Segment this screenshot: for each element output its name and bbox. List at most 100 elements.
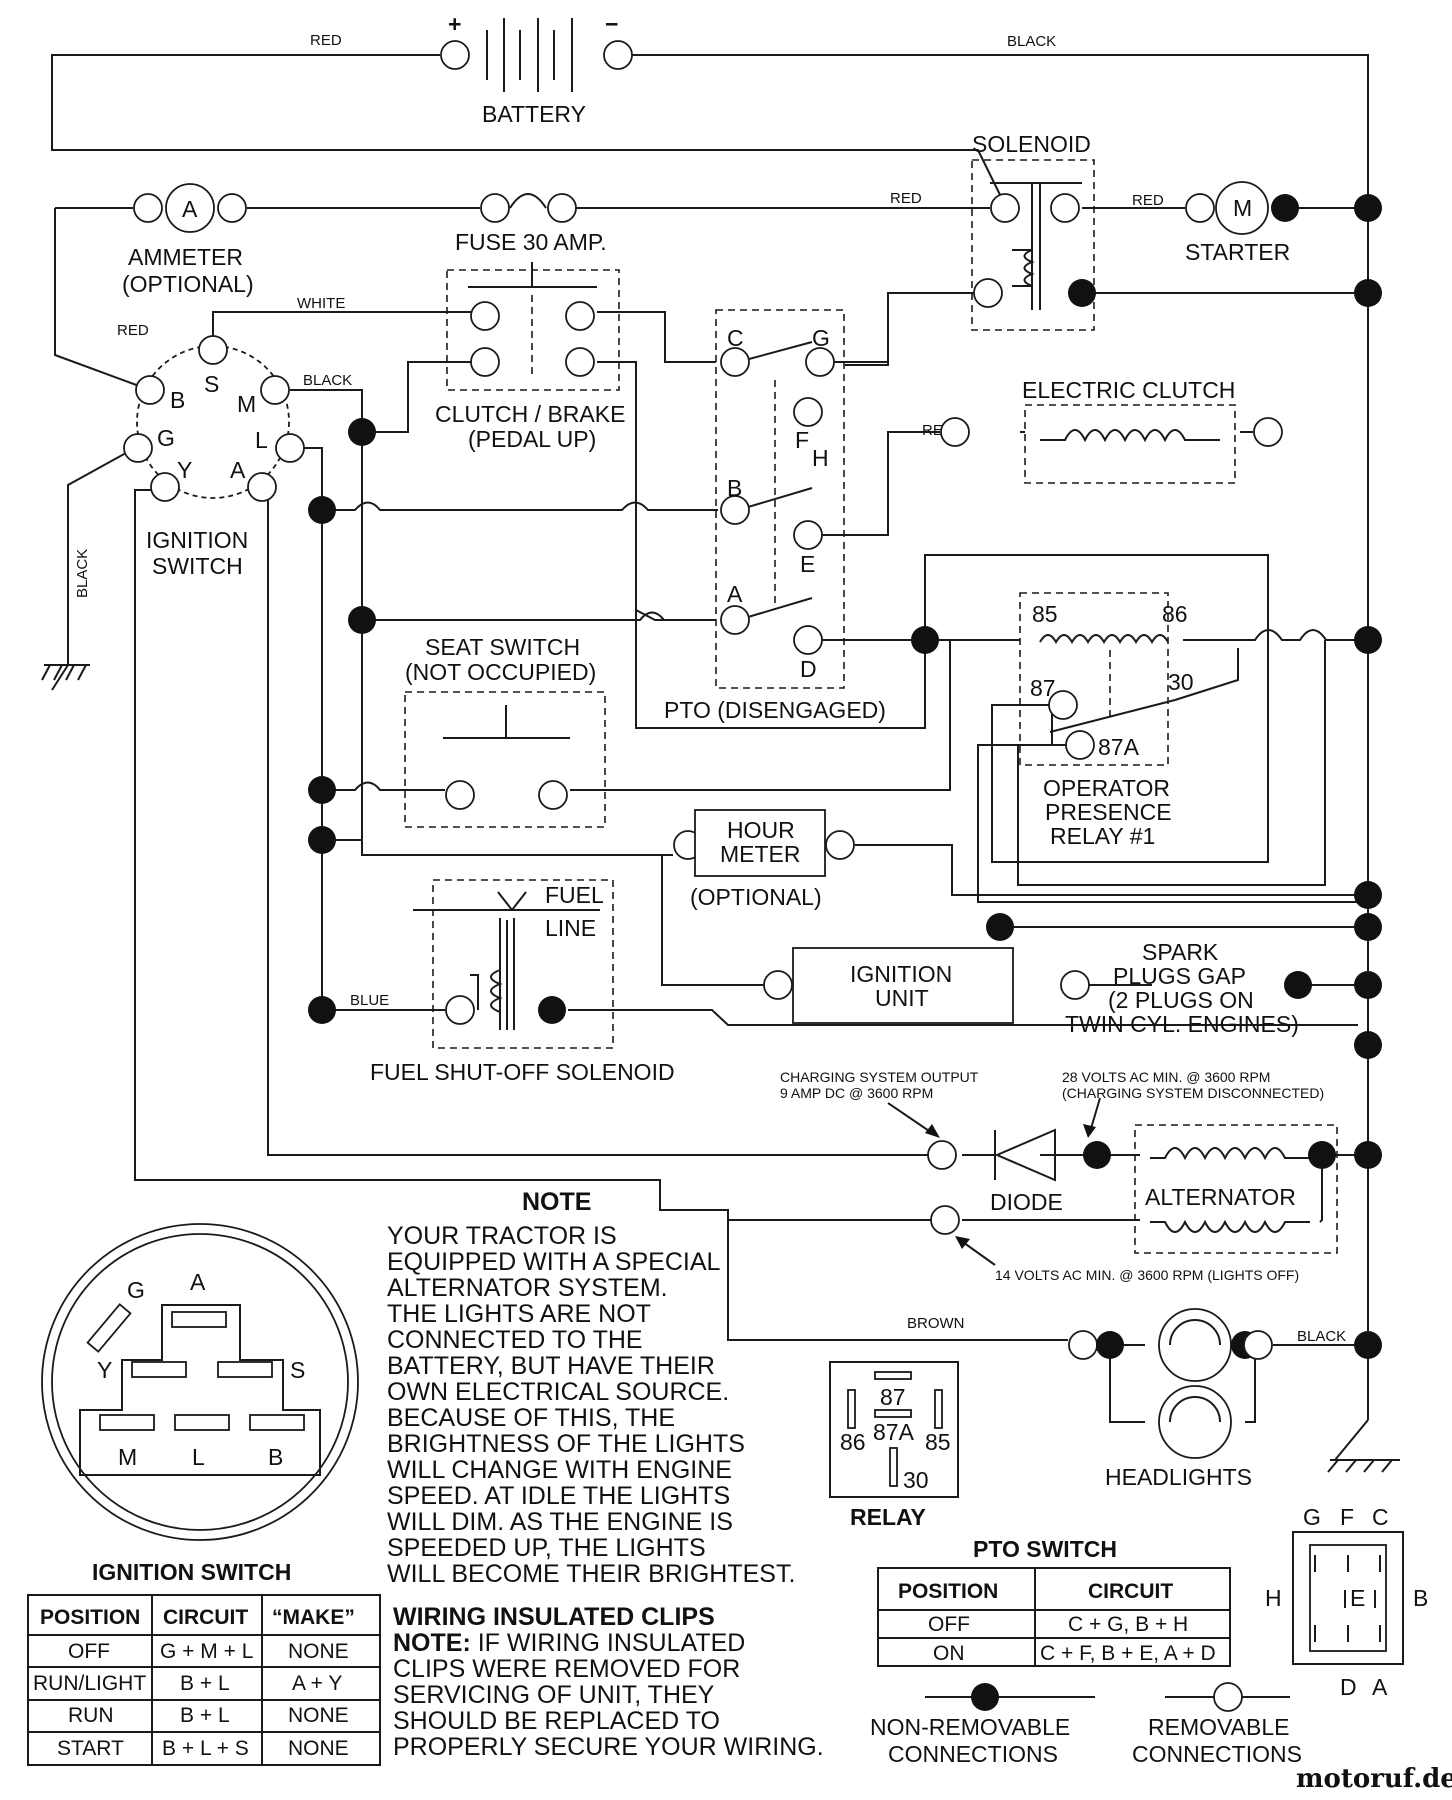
pto-th-circuit: CIRCUIT	[1088, 1580, 1173, 1603]
clips-line-2: CLIPS WERE REMOVED FOR	[393, 1655, 740, 1683]
note-line-1: YOUR TRACTOR IS	[387, 1222, 617, 1250]
pto-term-a: A	[727, 581, 743, 607]
wire-black-2: BLACK	[303, 372, 352, 389]
ignition-switch: B S M G L Y A IGNITION SWITCH	[123, 335, 305, 579]
seat-switch: SEAT SWITCH (NOT OCCUPIED)	[404, 634, 606, 828]
ign-r1-c2: G + M + L	[160, 1640, 253, 1663]
face-term-m: M	[118, 1444, 137, 1470]
ignition-unit-label-1: IGNITION	[850, 961, 952, 987]
note-line-10: WILL CHANGE WITH ENGINE	[387, 1456, 732, 1484]
alternator-label: ALTERNATOR	[1145, 1184, 1296, 1210]
starter-m-label: M	[1233, 195, 1252, 221]
ign-th-position: POSITION	[40, 1606, 140, 1629]
wire-white: WHITE	[297, 295, 345, 312]
ignition-table-title: IGNITION SWITCH	[92, 1559, 291, 1585]
spark-label-3: (2 PLUGS ON	[1108, 987, 1254, 1013]
ammeter-label: AMMETER	[128, 244, 243, 270]
fuel-solenoid: FUEL LINE FUEL SHUT-OFF SOLENOID	[370, 879, 675, 1085]
pto-pin-g: G	[1303, 1504, 1321, 1530]
relay-term-85: 85	[1032, 601, 1058, 627]
ign-r2-c2: B + L	[180, 1672, 230, 1695]
pto-pin-d: D	[1340, 1674, 1357, 1700]
relay-pin-30: 30	[903, 1467, 929, 1493]
ign-term-a: A	[230, 457, 246, 483]
ign-r1-c3: NONE	[288, 1640, 349, 1663]
fuel-line-label-1: FUEL	[545, 882, 604, 908]
clips-title: WIRING INSULATED CLIPS	[393, 1603, 715, 1631]
not-occupied-label: (NOT OCCUPIED)	[405, 659, 596, 685]
ign-r4-c1: START	[57, 1737, 124, 1760]
starter-motor: M STARTER	[1185, 181, 1299, 265]
legend-removable-2: CONNECTIONS	[1132, 1741, 1302, 1767]
clutch-brake-label: CLUTCH / BRAKE	[435, 401, 625, 427]
volts28-label-2: (CHARGING SYSTEM DISCONNECTED)	[1062, 1085, 1324, 1101]
battery-plus-label: +	[448, 11, 461, 37]
ign-term-y: Y	[177, 457, 192, 483]
note-line-8: BECAUSE OF THIS, THE	[387, 1404, 675, 1432]
pto-term-d: D	[800, 656, 817, 682]
pto-r1-c2: C + G, B + H	[1068, 1613, 1188, 1636]
volts14-label: 14 VOLTS AC MIN. @ 3600 RPM (LIGHTS OFF)	[995, 1267, 1299, 1283]
callout-arrowheads	[925, 1124, 1096, 1249]
note-line-11: SPEED. AT IDLE THE LIGHTS	[387, 1482, 730, 1510]
connection-legend: NON-REMOVABLE CONNECTIONS REMOVABLE CONN…	[870, 1682, 1302, 1767]
spark-label-4: TWIN CYL. ENGINES)	[1065, 1011, 1299, 1037]
battery: + − BATTERY	[440, 11, 633, 127]
relay-term-30: 30	[1168, 669, 1194, 695]
clips-line-5: PROPERLY SECURE YOUR WIRING.	[393, 1733, 824, 1761]
note-line-3: ALTERNATOR SYSTEM.	[387, 1274, 668, 1302]
ign-term-s: S	[204, 371, 219, 397]
ign-r3-c1: RUN	[68, 1704, 114, 1727]
clutch-brake-switch: CLUTCH / BRAKE (PEDAL UP)	[435, 262, 625, 452]
hour-meter-optional: (OPTIONAL)	[690, 884, 822, 910]
ign-term-b: B	[170, 387, 185, 413]
relay-title: RELAY	[850, 1504, 926, 1530]
ign-r2-c1: RUN/LIGHT	[33, 1672, 146, 1695]
face-term-l: L	[192, 1444, 205, 1470]
wire-red-4: RED	[117, 322, 149, 339]
pto-switch: C G F H B E A D PTO (DISENGAGED)	[664, 309, 886, 723]
ignition-switch-label-2: SWITCH	[152, 553, 243, 579]
ign-term-g: G	[157, 425, 175, 451]
diode-label: DIODE	[990, 1189, 1063, 1215]
clips-line-1-text: IF WIRING INSULATED	[471, 1629, 746, 1657]
note-line-14: WILL BECOME THEIR BRIGHTEST.	[387, 1560, 795, 1588]
clips-lead: NOTE:	[393, 1629, 471, 1657]
wire-blue: BLUE	[350, 992, 389, 1009]
wire-black-4: BLACK	[1297, 1328, 1346, 1345]
face-term-b: B	[268, 1444, 283, 1470]
ign-r3-c3: NONE	[288, 1704, 349, 1727]
fuel-line-label-2: LINE	[545, 915, 596, 941]
wire-black-3: BLACK	[74, 549, 91, 598]
hour-meter: HOUR METER (OPTIONAL)	[673, 809, 855, 910]
solenoid-label: SOLENOID	[972, 131, 1091, 157]
wire-red-1: RED	[310, 32, 342, 49]
ign-term-m: M	[237, 391, 256, 417]
wires	[41, 54, 1400, 1473]
note-line-5: CONNECTED TO THE	[387, 1326, 643, 1354]
fuel-solenoid-label: FUEL SHUT-OFF SOLENOID	[370, 1059, 675, 1085]
fuse-label: FUSE 30 AMP.	[455, 229, 607, 255]
face-term-s: S	[290, 1357, 305, 1383]
note-line-7: OWN ELECTRICAL SOURCE.	[387, 1378, 729, 1406]
headlights-label: HEADLIGHTS	[1105, 1464, 1252, 1490]
opr-label-1: OPERATOR	[1043, 775, 1170, 801]
operator-presence-relay: 85 86 87 30 87A OPERATOR PRESENCE RELAY …	[1019, 592, 1194, 849]
ammeter-optional-label: (OPTIONAL)	[122, 271, 254, 297]
fuse: FUSE 30 AMP.	[455, 193, 607, 255]
wire-red-3: RED	[1132, 192, 1164, 209]
relay-pin-85: 85	[925, 1429, 951, 1455]
charging-output-label-2: 9 AMP DC @ 3600 RPM	[780, 1085, 933, 1101]
note-line-9: BRIGHTNESS OF THE LIGHTS	[387, 1430, 745, 1458]
relay-pin-87a: 87A	[873, 1419, 915, 1445]
pto-r2-c1: ON	[933, 1642, 965, 1665]
pto-term-e: E	[800, 551, 815, 577]
face-term-y: Y	[97, 1357, 112, 1383]
pto-table: PTO SWITCH POSITION CIRCUIT OFF C + G, B…	[877, 1536, 1231, 1667]
relay-pin-87: 87	[880, 1384, 906, 1410]
pto-pin-b: B	[1413, 1585, 1428, 1611]
ign-th-circuit: CIRCUIT	[163, 1606, 248, 1629]
note-block: NOTE YOUR TRACTOR IS EQUIPPED WITH A SPE…	[387, 1188, 795, 1588]
note-line-2: EQUIPPED WITH A SPECIAL	[387, 1248, 721, 1276]
